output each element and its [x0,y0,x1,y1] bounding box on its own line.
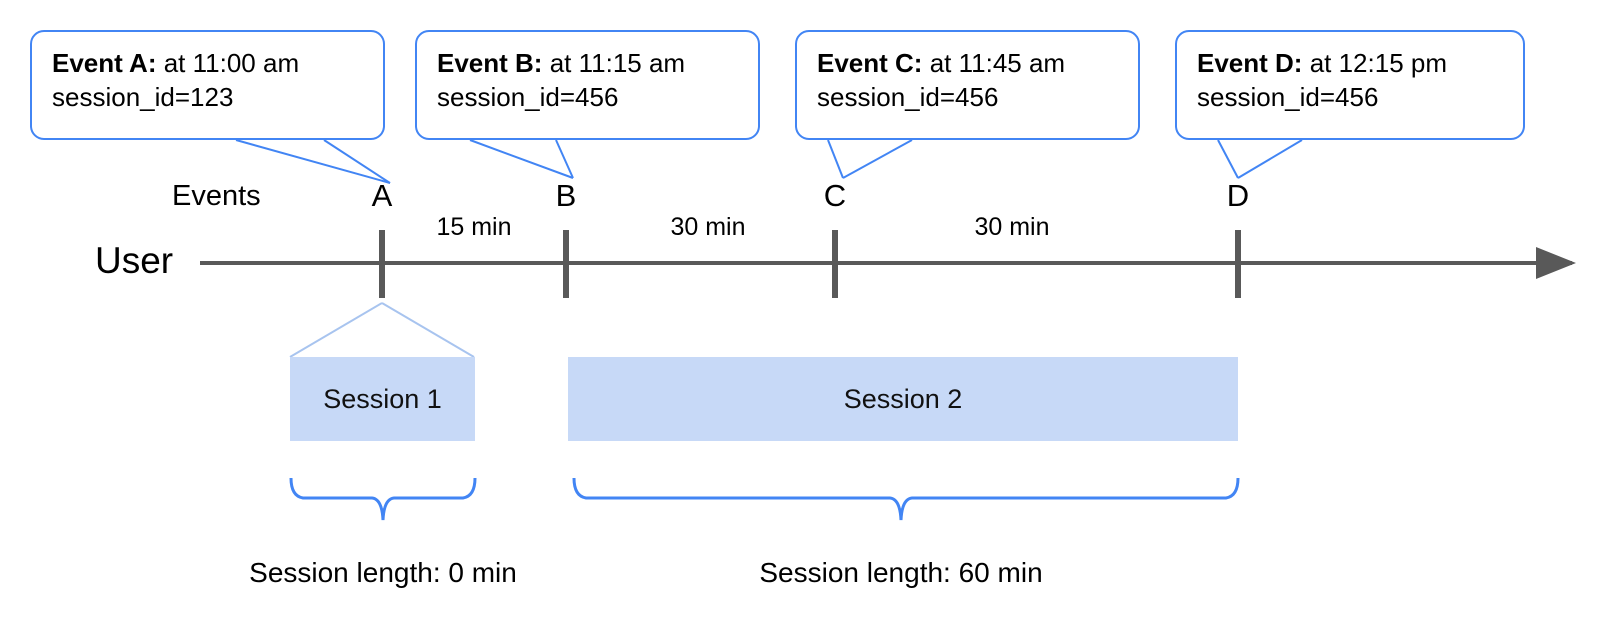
callout-event-d: Event D: at 12:15 pm session_id=456 [1175,30,1525,140]
callout-a-tail [235,139,391,184]
callout-d-tail [1217,139,1303,179]
gap-label-a-b: 15 min [436,213,512,241]
callout-d-session-id: session_id=456 [1197,82,1379,112]
row-label-events: Events [172,180,261,212]
callout-c-tail [827,139,913,179]
session-bar-1: Session 1 [290,357,475,441]
callout-b-time: at 11:15 am [542,48,686,78]
session2-brace [572,477,1240,521]
event-letter-a: A [371,178,393,213]
callout-c-event-label: Event C: [817,48,923,78]
callout-a-line1: Event A: at 11:00 am [52,46,365,80]
callout-c-time: at 11:45 am [922,48,1066,78]
callout-a-event-label: Event A: [52,48,157,78]
session-1-length-label: Session length: 0 min [249,557,517,588]
gap-label-c-d: 30 min [974,213,1050,241]
session-bar-2-label: Session 2 [843,383,963,414]
callout-b-line1: Event B: at 11:15 am [437,46,740,80]
callout-a-time: at 11:00 am [156,48,300,78]
callout-c-session-id: session_id=456 [817,82,999,112]
session-bar-2: Session 2 [568,357,1238,441]
session-bar-1-label: Session 1 [323,383,442,414]
event-letter-c: C [823,178,847,213]
event-letter-d: D [1226,178,1250,213]
callout-b-tail [469,139,574,179]
session1-brace [289,477,477,521]
callout-d-event-label: Event D: [1197,48,1303,78]
session1-funnel [289,302,475,358]
callout-event-c: Event C: at 11:45 am session_id=456 [795,30,1140,140]
row-label-user: User [95,240,174,281]
callout-b-session-id: session_id=456 [437,82,619,112]
callout-c-line1: Event C: at 11:45 am [817,46,1120,80]
callout-event-a: Event A: at 11:00 am session_id=123 [30,30,385,140]
callout-event-b: Event B: at 11:15 am session_id=456 [415,30,760,140]
event-letter-b: B [555,178,577,213]
callout-a-session-id: session_id=123 [52,82,234,112]
callout-d-line1: Event D: at 12:15 pm [1197,46,1505,80]
callout-d-time: at 12:15 pm [1302,48,1448,78]
session-2-length-label: Session length: 60 min [759,557,1043,588]
callout-b-event-label: Event B: [437,48,543,78]
gap-label-b-c: 30 min [670,213,746,241]
